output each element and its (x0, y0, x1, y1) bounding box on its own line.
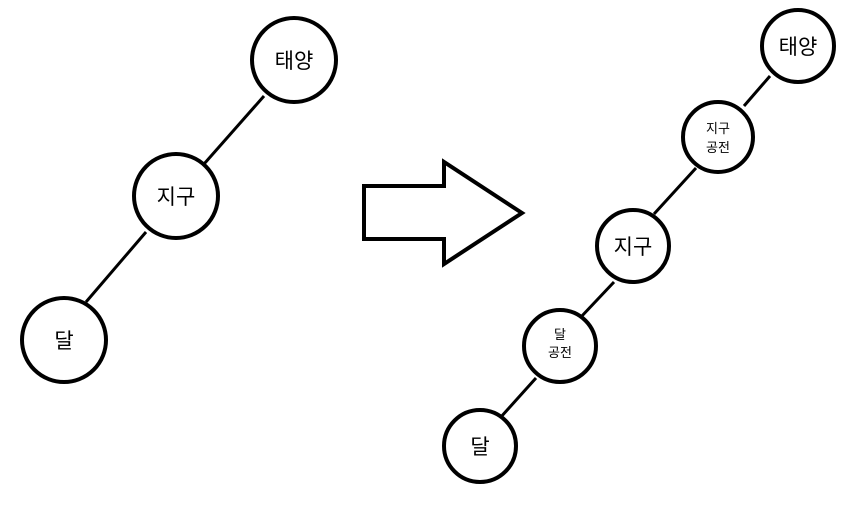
edge-sun-earth (202, 95, 266, 165)
node-moon: 달 (20, 296, 108, 384)
node-sun-label: 태양 (275, 49, 314, 73)
after-node-earth-orbit-line1: 지구 (706, 122, 730, 137)
node-sun: 태양 (250, 16, 338, 104)
edge-earth-moonorbit (578, 280, 616, 320)
transform-arrow (362, 158, 526, 268)
after-node-sun-label: 태양 (779, 35, 818, 59)
after-node-moon-orbit-line1: 달 (554, 328, 566, 343)
edge-earth-moon (84, 231, 148, 303)
node-earth: 지구 (132, 152, 220, 240)
node-moon-label: 달 (54, 329, 73, 353)
after-node-earth-orbit-line2: 공전 (706, 141, 730, 156)
edge-earthorbit-earth (652, 166, 698, 216)
after-node-moon-orbit: 달 공전 (522, 308, 598, 384)
after-node-sun: 태양 (760, 8, 836, 84)
after-node-moon-orbit-line2: 공전 (548, 346, 572, 361)
after-node-earth-orbit: 지구 공전 (681, 100, 755, 174)
edge-sun-earthorbit (742, 75, 772, 107)
before-tree: 태양 지구 달 (20, 16, 338, 384)
after-node-moon: 달 (442, 408, 518, 484)
after-node-earth-label: 지구 (614, 235, 653, 259)
after-node-moon-label: 달 (470, 435, 489, 459)
after-node-earth: 지구 (595, 208, 671, 284)
after-tree: 태양 지구 공전 지구 달 공전 달 (442, 8, 836, 484)
right-arrow-icon (362, 158, 526, 268)
node-earth-label: 지구 (157, 185, 196, 209)
edge-moonorbit-moon (498, 376, 538, 420)
